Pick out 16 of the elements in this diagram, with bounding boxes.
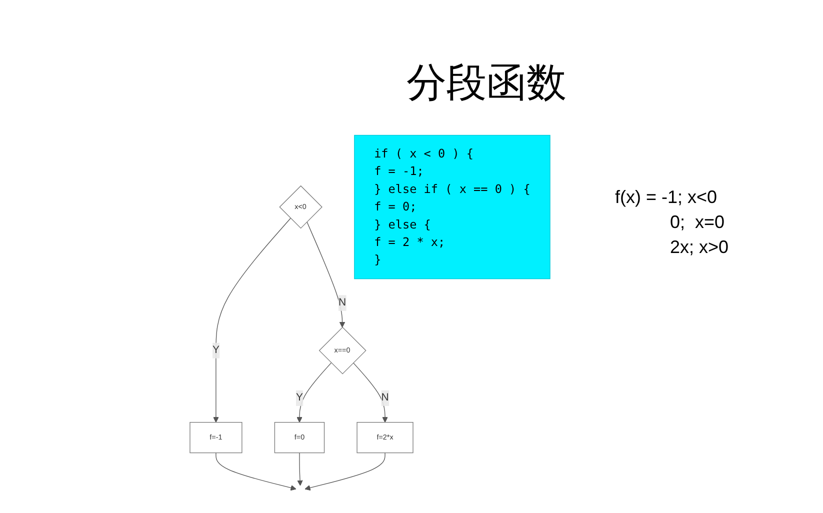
edge-label: Y xyxy=(296,392,303,404)
arrow xyxy=(216,452,296,491)
arrow xyxy=(306,221,346,328)
formula-line: 0; x=0 xyxy=(669,211,726,234)
arrow xyxy=(297,452,303,486)
arrow xyxy=(213,218,291,423)
arrow xyxy=(296,362,332,423)
edge-label: N xyxy=(338,297,346,308)
arrow xyxy=(304,452,386,491)
edge-label: Y xyxy=(212,344,220,356)
edge-label: N xyxy=(381,392,389,404)
formula-line: f(x) = -1; x<0 xyxy=(615,186,718,209)
formula-line: 2x; x>0 xyxy=(669,236,729,259)
node-box: if ( x < 0 ) { f = -1; } else if ( x == 0 ) { f = 0; } else { f = 2 * x; } xyxy=(354,134,550,280)
arrow xyxy=(352,362,388,423)
title: 分段函数 xyxy=(406,59,568,108)
